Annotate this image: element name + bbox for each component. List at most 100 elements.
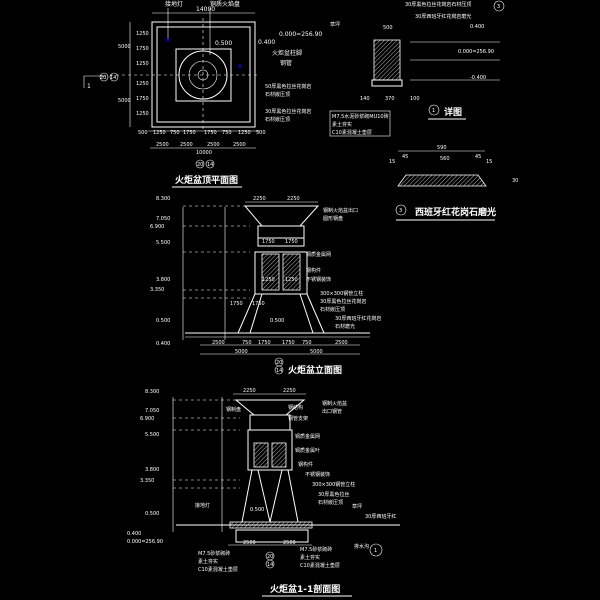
dim: 1750 [285, 239, 298, 245]
plan-left-badge: 20 [100, 75, 106, 81]
detail-1: 草坪 30厚黑色拉丝花岗岩石材压顶 3 30厚西班牙红花岗岩磨光 500 0.4… [329, 0, 505, 137]
level: 8.300 [156, 196, 170, 202]
label: 30厚黑色拉丝花岗岩石材压顶 [405, 1, 471, 8]
label: 300×300钢管立柱 [320, 290, 363, 297]
dim: 45 [402, 154, 408, 160]
dim: 2250 [283, 388, 296, 394]
dim: 750 [242, 340, 252, 346]
dim: 45 [475, 154, 481, 160]
level: 0.400 [156, 341, 170, 347]
level: 0.000=256.90 [127, 539, 163, 545]
label: 30厚西班牙红花岗岩 [335, 315, 381, 322]
label: 素土夯实 [198, 558, 218, 565]
section-labels: 钢制火焰盆 出口钢管 钢制盘 钢结构 钢管支架 铜质金属网 铜质金属叶 钢构件 … [195, 400, 396, 573]
badge: 14 [267, 562, 273, 568]
label: 钢构件 [298, 461, 313, 468]
label: 素土夯实 [300, 554, 320, 561]
level: 5.500 [145, 432, 159, 438]
plan-left-dim: 5000 [118, 44, 131, 50]
dim: 2500 [207, 142, 220, 148]
dim: 750 [302, 340, 312, 346]
label: 30厚黑色拉丝花岗岩 [320, 298, 366, 305]
label: 钢构件 [306, 267, 321, 274]
plan-label-flame-disk: 铜质火焰盘 [210, 0, 240, 8]
label: 钢制火焰盆 [322, 400, 347, 407]
section-levels: 8.300 7.050 6.900 5.500 3.800 3.350 0.50… [127, 389, 163, 545]
dim: 1750 [282, 340, 295, 346]
plan-view: 14000 接地灯 铜质火焰盘 0.000=256.90 0.400 0.500… [83, 0, 322, 188]
dim: 2500 [156, 142, 169, 148]
level: 0.000=256.90 [458, 49, 494, 55]
label: 钢管支架 [288, 415, 308, 422]
level: -0.400 [470, 75, 486, 81]
dim: 140 [360, 96, 370, 102]
dim: 15 [389, 159, 395, 165]
dim: 1250 [262, 277, 275, 283]
detail-3-title: 西班牙红花岗石磨光 [415, 206, 496, 218]
dim: 2250 [243, 388, 256, 394]
dim: 1750 [262, 239, 275, 245]
level: 0.400 [470, 24, 484, 30]
plan-left-badge: 14 [110, 75, 116, 81]
elevation-labels: 钢制火焰盆出口 圆形钢盘 铜质金属网 钢构件 不锈钢装饰 300×300钢管立柱… [306, 207, 381, 330]
label: 30厚西班牙红花岗岩磨光 [415, 13, 471, 20]
label: 钢制盘 [226, 406, 241, 413]
label: 接地灯 [195, 502, 210, 509]
plan-level-0500: 0.500 [215, 40, 232, 47]
detail-mark: 3 [497, 4, 500, 10]
plan-label-ground-light: 接地灯 [165, 0, 183, 8]
elevation-levels: 8.300 7.050 6.900 5.500 3.800 3.350 0.50… [150, 196, 170, 347]
dim: 500 [383, 25, 393, 31]
elevation-view: 8.300 7.050 6.900 5.500 3.800 3.350 0.50… [150, 196, 381, 376]
label: 钢制火焰盆出口 [323, 207, 358, 214]
label: 石材嵌压顶 [320, 306, 345, 313]
level: 0.500 [250, 507, 264, 513]
dim: 2500 [180, 142, 193, 148]
dim: 2500 [233, 142, 246, 148]
ground-light-icon [238, 64, 242, 68]
plan-left-dim: 1250 [136, 111, 149, 117]
dim: 750 [170, 130, 180, 136]
plan-label-base: 火炬盆柱脚 [272, 49, 302, 57]
detail-number: 3 [399, 208, 402, 214]
dim: 1750 [183, 130, 196, 136]
level: 7.050 [156, 216, 170, 222]
plan-badge: 20 [197, 162, 203, 168]
dim: 1750 [252, 301, 265, 307]
label: C10素混凝土垫层 [332, 129, 372, 136]
plan-label-coping: 石材嵌压顶 [265, 91, 290, 98]
dim: 2500 [243, 540, 256, 546]
label: M7.5水泥砂浆砌MU10砖 [332, 113, 389, 120]
plan-level-0400: 0.400 [258, 39, 275, 46]
level: 3.350 [150, 287, 164, 293]
label: 石材磨光 [335, 323, 355, 330]
label: 铜质金属网 [306, 251, 331, 258]
plan-left-dim: 1750 [136, 96, 149, 102]
plan-title: 火炬盆顶平面图 [175, 174, 238, 186]
dim: 500 [256, 130, 266, 136]
dim: 1750 [230, 301, 243, 307]
badge: 20 [276, 360, 282, 366]
level: 5.500 [156, 240, 170, 246]
dim: 2500 [212, 340, 225, 346]
dim: 2250 [253, 196, 266, 202]
section-mark: 1 [374, 548, 377, 554]
level: 0.400 [127, 531, 141, 537]
dim: 2250 [287, 196, 300, 202]
plan-label-coping-2: 石材嵌压顶 [265, 116, 290, 123]
dim: 2500 [283, 540, 296, 546]
dim: 1750 [258, 340, 271, 346]
plan-left-dim: 1250 [136, 61, 149, 67]
dim: 560 [440, 156, 450, 162]
label: 素土夯实 [332, 121, 352, 128]
dim: 750 [222, 130, 232, 136]
label: 钢结构 [288, 404, 303, 411]
level: 6.900 [140, 416, 154, 422]
label: 不锈钢装饰 [306, 276, 331, 283]
dim: 30 [512, 178, 518, 184]
level: 0.500 [156, 318, 170, 324]
level: 0.500 [270, 318, 284, 324]
label: 草坪 [352, 503, 362, 510]
label: 出口钢管 [322, 408, 342, 415]
